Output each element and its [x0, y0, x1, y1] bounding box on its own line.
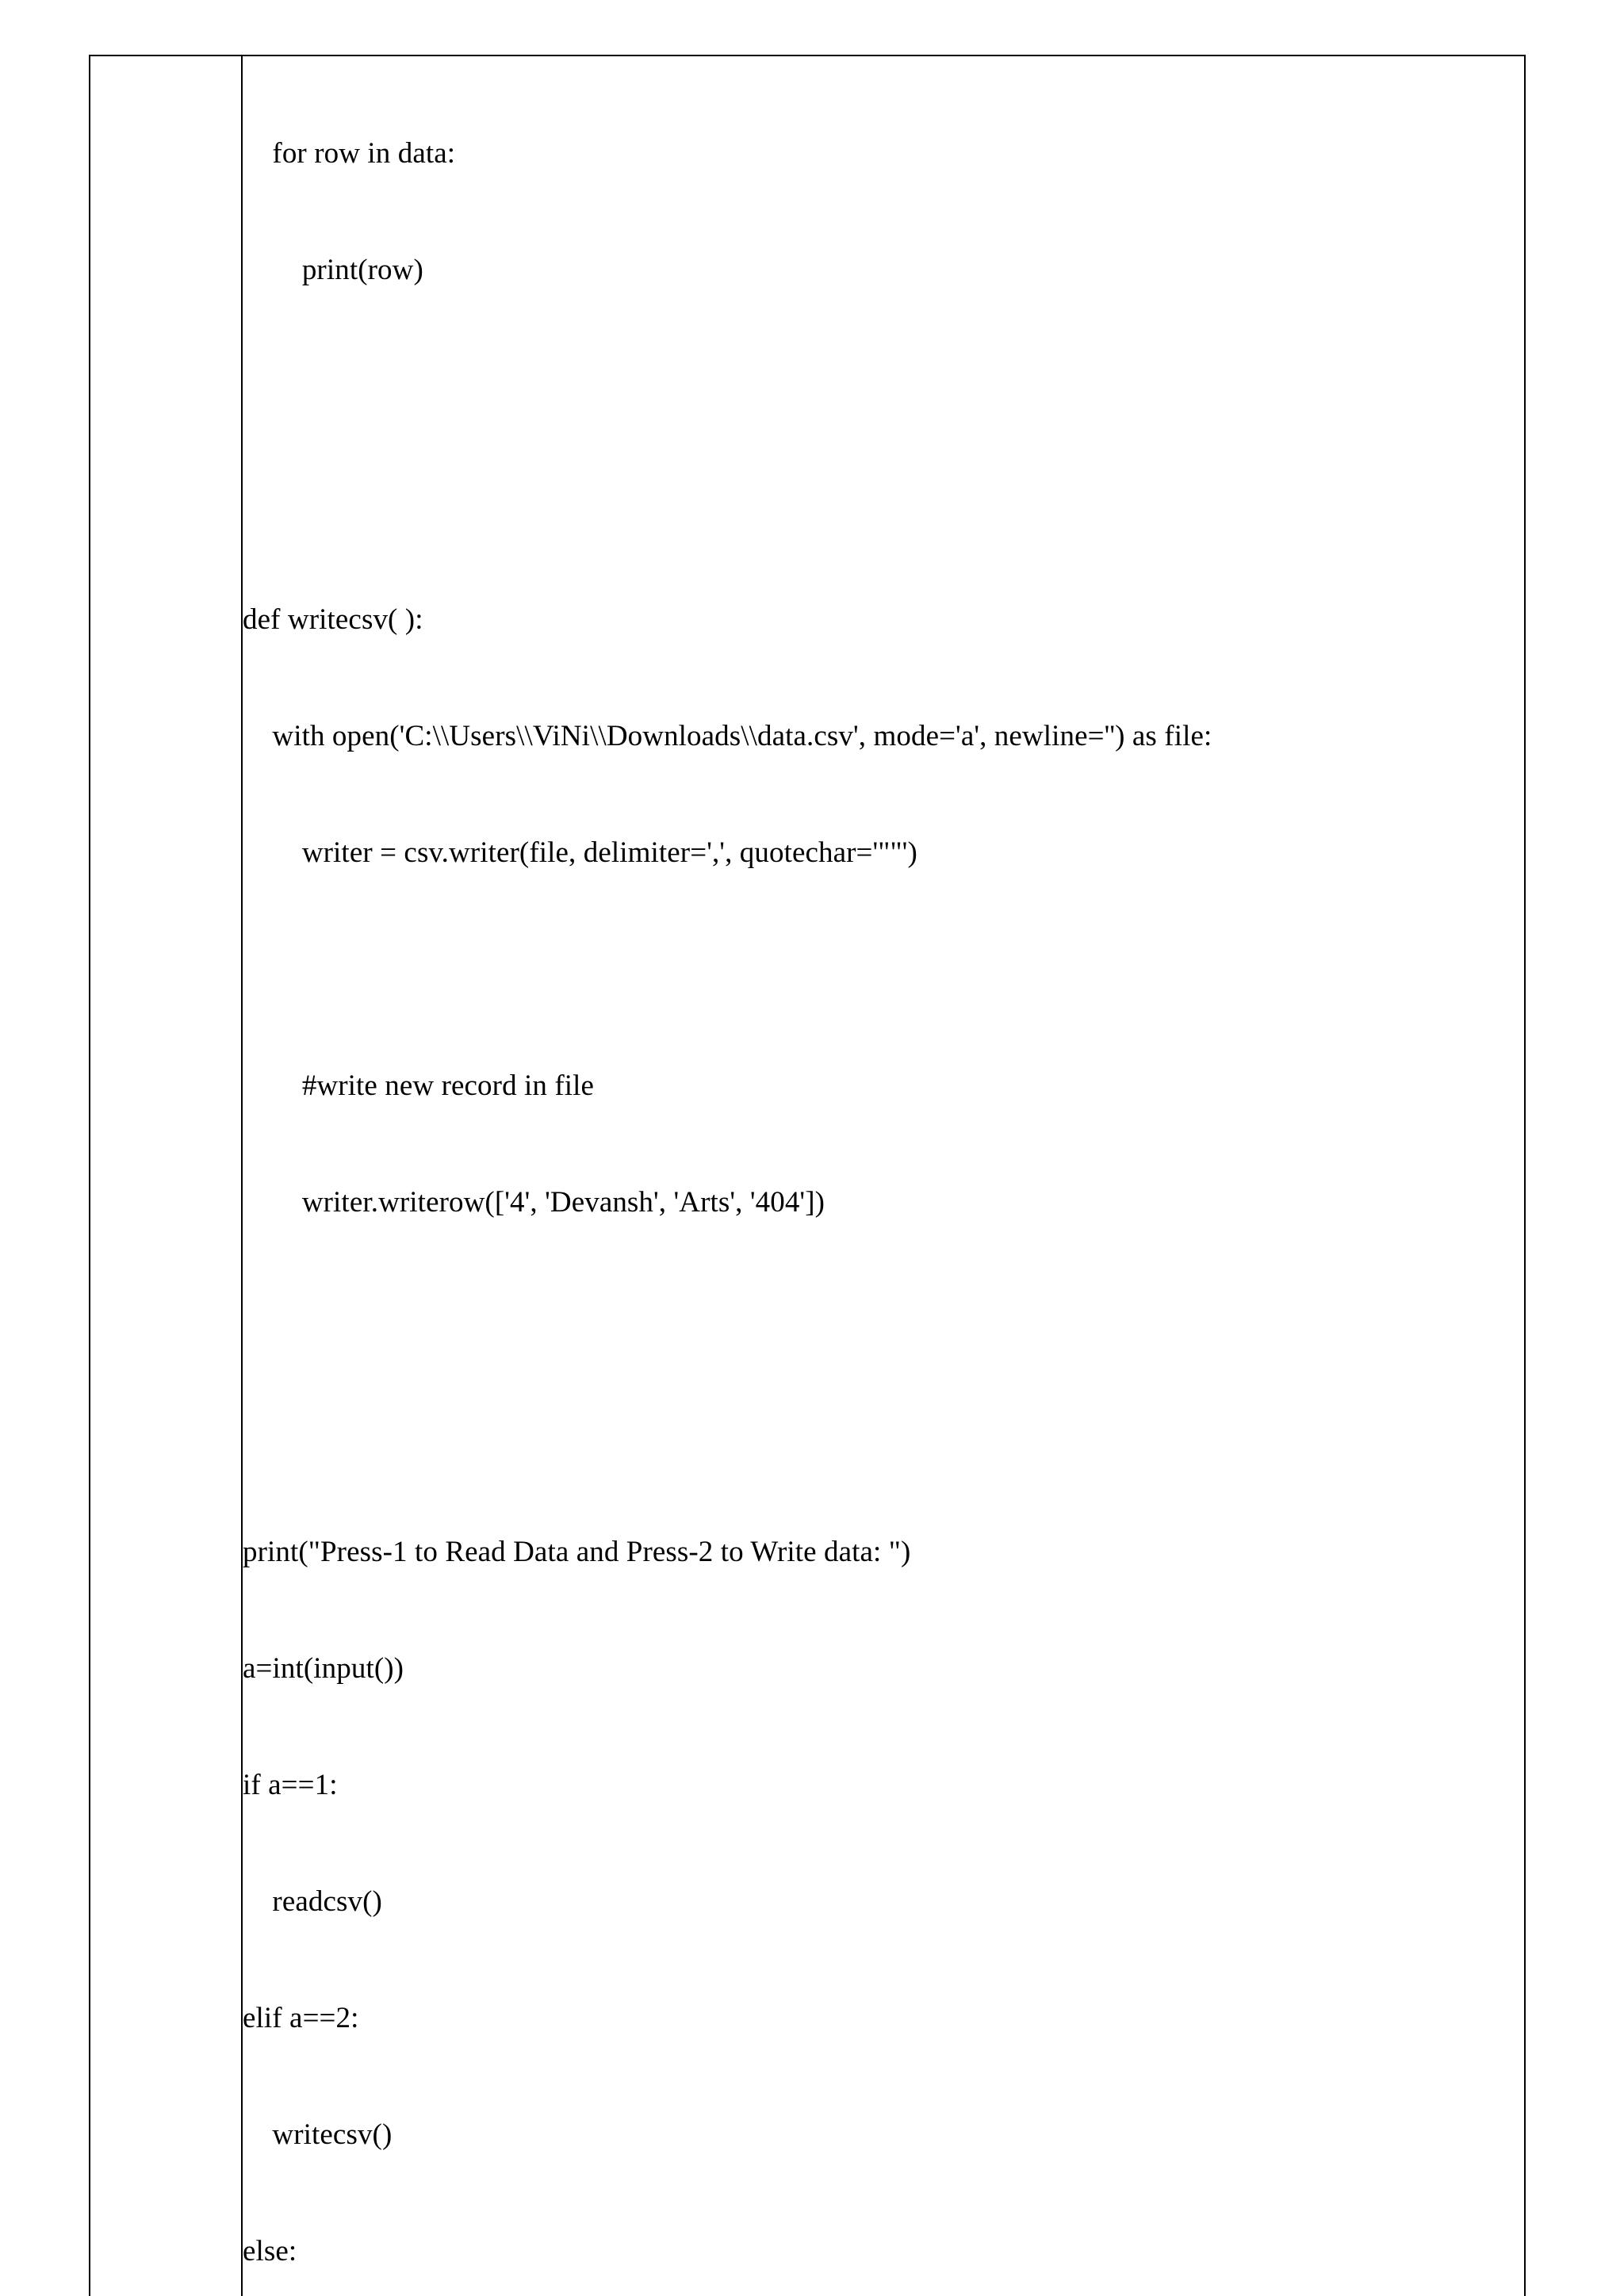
code-row: for row in data: print(row) def writecsv…	[89, 55, 1526, 2296]
code-line: writecsv()	[243, 2118, 393, 2151]
code-line	[243, 367, 1524, 406]
document-page: for row in data: print(row) def writecsv…	[89, 55, 1526, 2296]
code-row-label-cell	[89, 55, 243, 2296]
code-block: for row in data: print(row) def writecsv…	[243, 56, 1524, 2296]
code-line: elif a==2:	[243, 2002, 359, 2034]
code-listing-table: for row in data: print(row) def writecsv…	[89, 55, 1526, 2296]
code-line: readcsv()	[243, 1885, 382, 1918]
code-row-content-cell: for row in data: print(row) def writecsv…	[241, 55, 1526, 2296]
code-line	[243, 950, 1524, 989]
code-line: writer.writerow(['4', 'Devansh', 'Arts',…	[243, 1186, 825, 1219]
code-line: else:	[243, 2235, 297, 2267]
code-line: with open('C:\\Users\\ViNi\\Downloads\\d…	[243, 720, 1212, 752]
code-line	[243, 1299, 1524, 1338]
code-line: def writecsv( ):	[243, 603, 423, 636]
code-line: if a==1:	[243, 1769, 338, 1801]
code-line: writer = csv.writer(file, delimiter=',',…	[243, 836, 917, 869]
code-line: a=int(input())	[243, 1652, 404, 1685]
code-line: print(row)	[243, 254, 423, 286]
code-line: print("Press-1 to Read Data and Press-2 …	[243, 1536, 911, 1568]
code-line	[243, 484, 1524, 522]
code-line: for row in data:	[243, 137, 456, 170]
code-line	[243, 1416, 1524, 1455]
code-line: #write new record in file	[243, 1070, 595, 1102]
